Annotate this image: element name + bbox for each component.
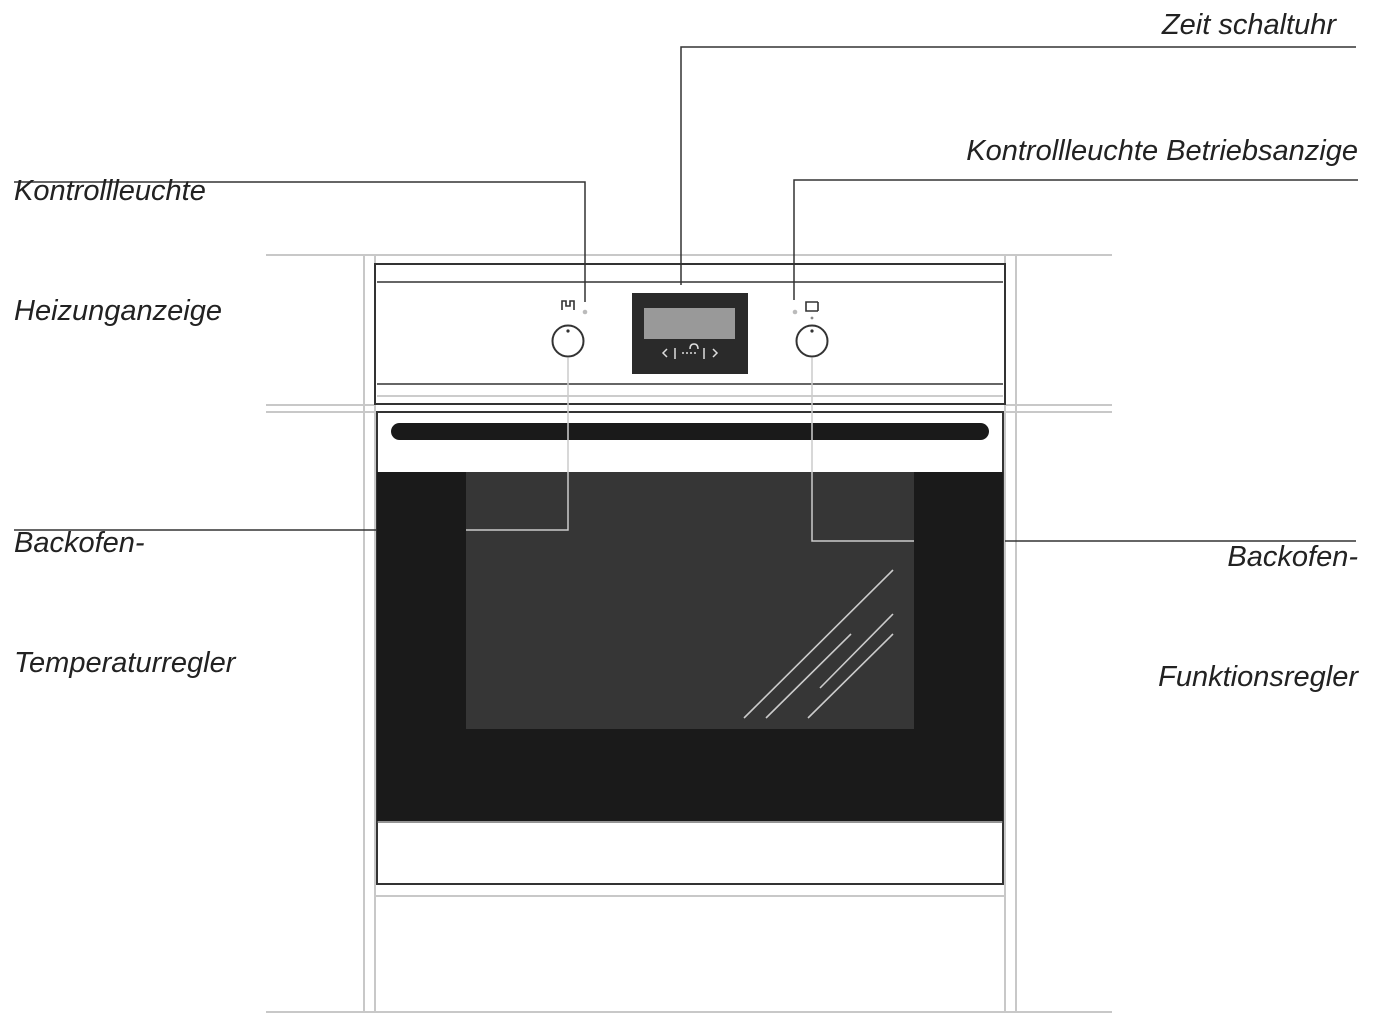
label-funk-line2: Funktionsregler bbox=[1158, 661, 1358, 693]
label-kontrollleuchte-heizung: Kontrollleuchte Heizunganzeige bbox=[14, 91, 222, 371]
label-zeit-schaltuhr: Zeit schaltuhr bbox=[1161, 9, 1336, 41]
glass-reflection bbox=[743, 569, 894, 719]
label-temp-line1: Backofen- bbox=[14, 527, 145, 559]
bell-icon bbox=[689, 343, 699, 350]
mode-indicator-lamp bbox=[792, 309, 798, 315]
label-kontrollleuchte-betrieb: Kontrollleuchte Betriebsanzige bbox=[966, 135, 1358, 167]
chevron-right-icon bbox=[712, 348, 719, 358]
lcd-screen bbox=[644, 308, 735, 339]
label-heizung-line1: Kontrollleuchte bbox=[14, 175, 206, 207]
leader-zeit-schaltuhr bbox=[680, 46, 1356, 285]
leader-temperatur-knob bbox=[466, 358, 569, 531]
function-knob[interactable] bbox=[795, 324, 829, 358]
timer-display[interactable] bbox=[632, 293, 748, 374]
door-handle[interactable] bbox=[391, 423, 989, 440]
timer-buttons bbox=[661, 343, 719, 359]
label-temp-line2: Temperaturregler bbox=[14, 647, 236, 679]
label-funk-line1: Backofen- bbox=[1227, 541, 1358, 573]
cabinet-outline bbox=[266, 254, 1112, 1013]
leader-betrieb bbox=[793, 179, 1358, 300]
heating-indicator-lamp bbox=[582, 309, 588, 315]
heating-element-icon bbox=[561, 300, 575, 310]
chevron-left-icon bbox=[661, 348, 668, 358]
oven-door bbox=[376, 411, 1004, 885]
door-window bbox=[466, 472, 914, 729]
temperature-knob[interactable] bbox=[551, 324, 585, 358]
label-funktionsregler: Backofen- Funktionsregler bbox=[1058, 457, 1358, 737]
label-heizung-line2: Heizunganzeige bbox=[14, 295, 222, 327]
label-temperaturregler: Backofen- Temperaturregler bbox=[14, 443, 235, 723]
mode-indicator-icon bbox=[805, 301, 819, 312]
leader-funktion-knob bbox=[811, 358, 914, 542]
leader-heizung bbox=[14, 181, 586, 302]
callout-lines bbox=[14, 46, 1358, 542]
